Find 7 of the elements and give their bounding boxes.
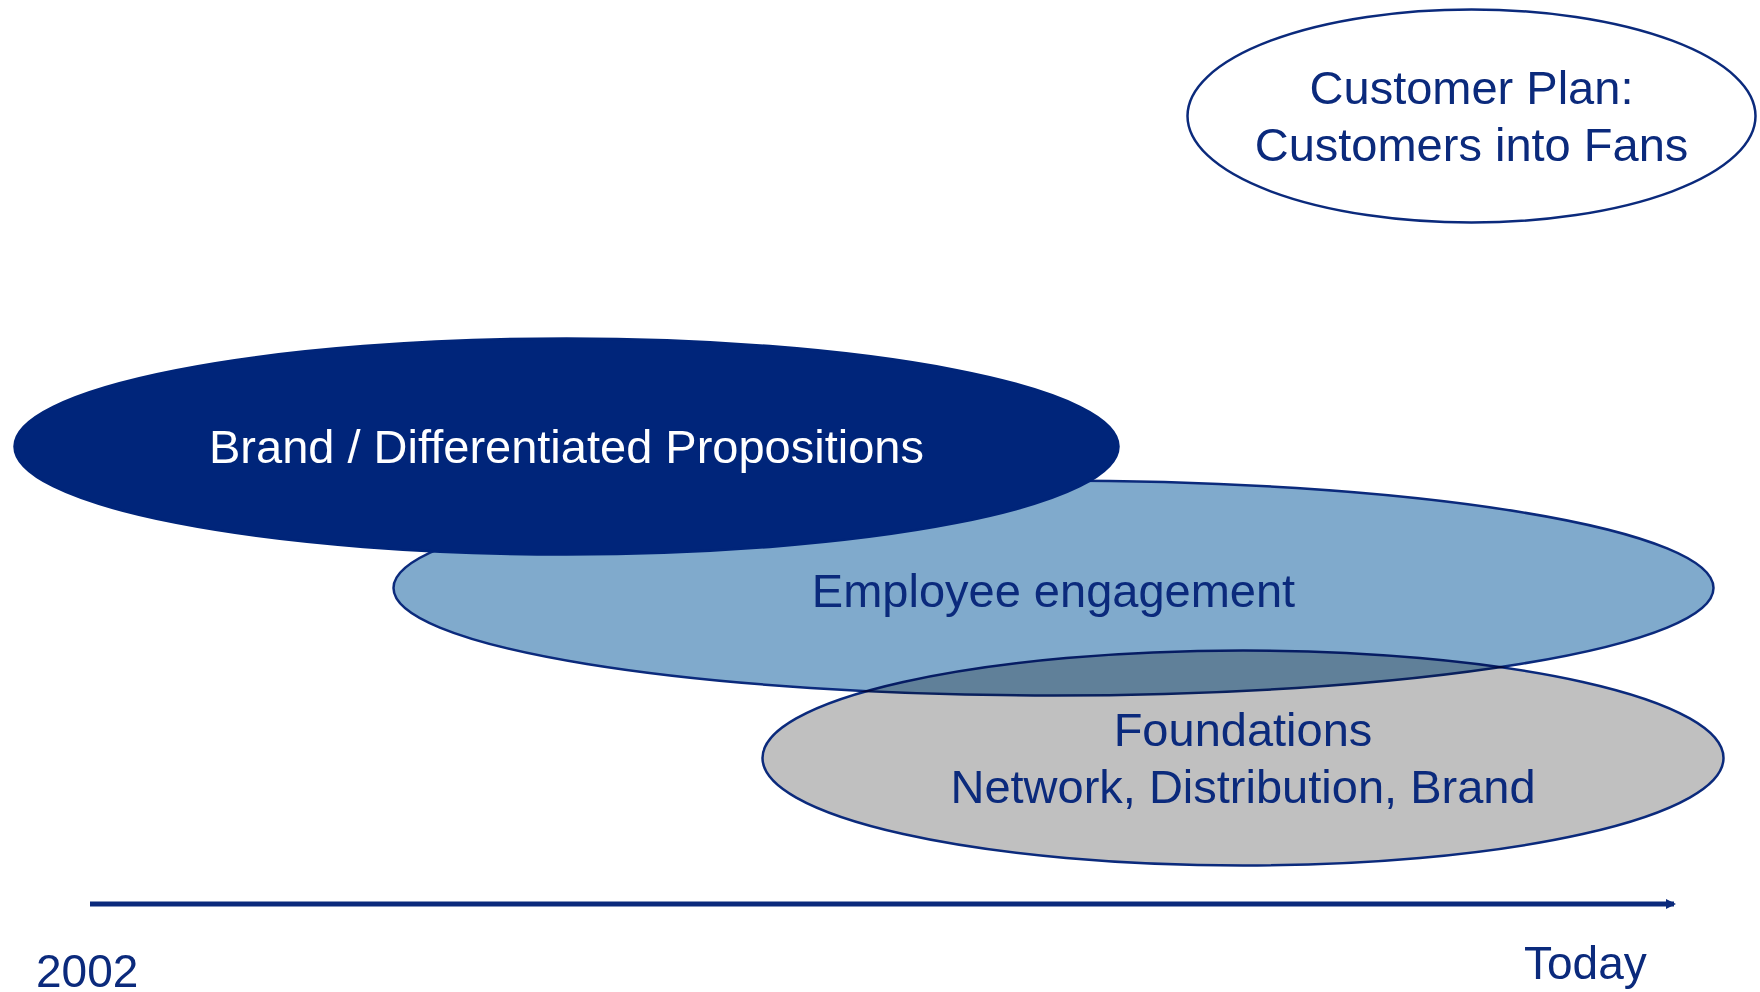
ellipse-label: Foundations (1113, 702, 1373, 758)
ellipse-label: Network, Distribution, Brand (950, 759, 1536, 815)
axis-label: 2002 (36, 944, 139, 992)
ellipse-label: Customer Plan: Customers into Fans (1253, 60, 1690, 173)
axis-label: Today (1524, 936, 1647, 990)
ellipse-label: Employee engagement (811, 562, 1296, 619)
ellipse-label: Brand / Differentiated Propositions (209, 419, 924, 475)
